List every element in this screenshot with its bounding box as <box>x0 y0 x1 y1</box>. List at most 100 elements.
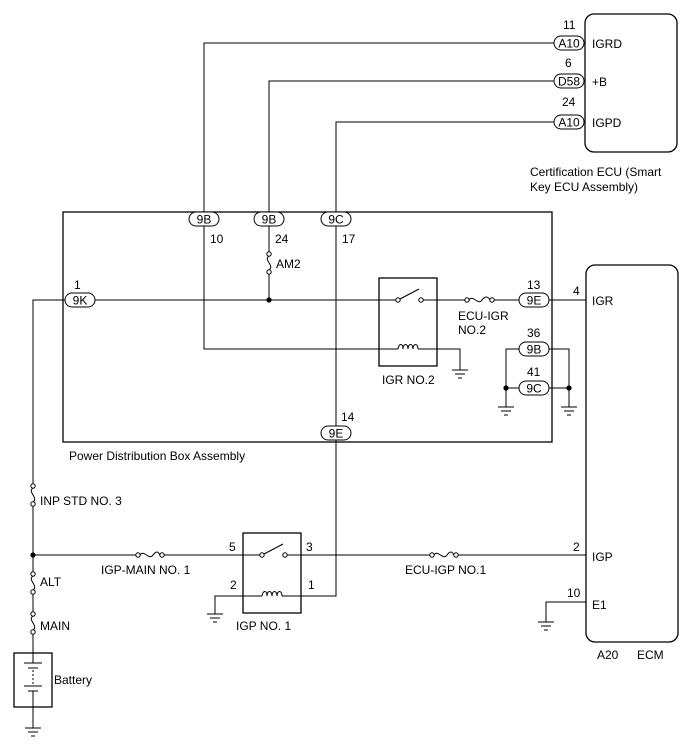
wire-9k-to-inp-std <box>32 299 65 484</box>
fuse-igp-main-terminal-right <box>159 552 165 558</box>
ground-ecm-e1 <box>538 621 554 631</box>
fuse-inp-std-terminal-top <box>30 483 36 489</box>
cert-ecu-connector-a10-igpd-label: A10 <box>558 116 580 130</box>
fuse-ecu-igr-label-line2: NO.2 <box>458 323 486 337</box>
relay-igp-coil <box>261 591 283 597</box>
pdb-pin-41: 41 <box>527 365 541 379</box>
relay-igp-pin-1: 1 <box>308 578 315 592</box>
relay-igp-pin-2: 2 <box>230 578 237 592</box>
relay-igp-pin-3: 3 <box>306 540 313 554</box>
pdb-connector-9e-13-label: 9E <box>527 294 542 308</box>
pdb-pin-36: 36 <box>527 326 541 340</box>
fuse-igp-main-terminal-left <box>135 552 141 558</box>
certification-ecu: Certification ECU (Smart Key ECU Assembl… <box>530 13 678 194</box>
relay-igp-no1-box <box>242 532 302 614</box>
fuse-am2-label: AM2 <box>276 257 301 271</box>
relay-igp-no1-label: IGP NO. 1 <box>236 619 291 633</box>
relay-igr-no2-box <box>378 277 438 367</box>
pdb-pin-17: 17 <box>342 232 356 246</box>
pdb-pin-1: 1 <box>74 278 81 292</box>
relay-igp-switch-arm <box>263 543 284 555</box>
fuse-main-label: MAIN <box>40 619 70 633</box>
relay-igp-contact-left <box>259 552 265 558</box>
pdb-connector-9k-label: 9K <box>73 294 88 308</box>
battery-label: Battery <box>54 673 92 687</box>
relay-igp-contact-right <box>282 552 288 558</box>
fuse-ecu-igp-terminal-right <box>453 552 459 558</box>
fuse-am2-element <box>266 255 272 271</box>
fuse-alt-terminal-top <box>30 571 36 577</box>
junction-9c41-left <box>503 385 509 391</box>
cert-ecu-connector-d58-label: D58 <box>558 75 580 89</box>
ecm-pin-igp-name: IGP <box>592 550 613 564</box>
pdb-pin-13: 13 <box>527 278 541 292</box>
ecm-pin-igr-number: 4 <box>573 284 580 298</box>
fuse-main-terminal-top <box>30 611 36 617</box>
fuse-igp-main-element <box>139 551 161 558</box>
ecm-pin-e1-name: E1 <box>592 598 607 612</box>
ecm-pin-e1-number: 10 <box>567 586 581 600</box>
cert-ecu-pin-igrd-number: 11 <box>563 18 576 32</box>
relay-igp-pin-5: 5 <box>229 540 236 554</box>
fuse-ecu-igr-terminal-left <box>464 297 470 303</box>
ground-igr-relay <box>452 369 468 379</box>
fuse-inp-std-element <box>30 487 36 503</box>
fuse-ecu-igp-terminal-left <box>429 552 435 558</box>
cert-ecu-pin-igpd-name: IGPD <box>592 116 622 130</box>
fuse-ecu-igr-element <box>468 296 491 303</box>
ecm-pin-igp-number: 2 <box>573 540 580 554</box>
pdb-connector-9b-24-label: 9B <box>262 213 277 227</box>
fuse-alt-label: ALT <box>40 575 62 589</box>
junction-9c41-right <box>566 385 572 391</box>
pdb-box <box>62 211 553 443</box>
pdb-connector-9e-14-label: 9E <box>329 427 344 441</box>
fuse-am2-terminal-bottom <box>266 269 272 275</box>
fuse-igp-main-label: IGP-MAIN NO. 1 <box>101 563 191 577</box>
relay-igr-coil <box>397 344 419 350</box>
fuse-alt-terminal-bottom <box>30 589 36 595</box>
relay-igr-switch-arm <box>399 288 420 300</box>
wire-igp-coil-to-9e14 <box>301 440 337 597</box>
wire-igp-coil-to-ground <box>214 595 243 614</box>
wire-9b10-to-igr-relay-coil <box>203 226 388 350</box>
fuse-main-element <box>30 615 36 631</box>
fuse-inp-std-label: INP STD NO. 3 <box>40 494 122 508</box>
relay-igr-no2-label: IGR NO.2 <box>382 373 435 387</box>
wire-igrd-to-9b-10 <box>203 42 554 212</box>
certification-ecu-label-line2: Key ECU Assembly) <box>530 180 638 194</box>
ecm-label: ECM <box>637 648 664 662</box>
pdb-connector-9b-10-label: 9B <box>197 213 212 227</box>
cert-ecu-pin-b-number: 6 <box>565 56 572 70</box>
wire-igpd-to-9c-17 <box>335 121 554 212</box>
ground-battery <box>25 727 41 737</box>
pdb-connector-9c-17-label: 9C <box>328 213 344 227</box>
relay-igr-contact-right <box>418 297 424 303</box>
relay-igr-coil-to-ground <box>418 348 461 370</box>
fuse-ecu-igp-element <box>433 551 455 558</box>
pdb-pin-24: 24 <box>275 232 289 246</box>
pdb-connector-9c-41-label: 9C <box>526 382 542 396</box>
certification-ecu-box <box>584 13 678 153</box>
fuse-ecu-igr-terminal-right <box>489 297 495 303</box>
cert-ecu-wires <box>203 42 554 212</box>
relay-igr-contact-left <box>395 297 401 303</box>
pdb-pin-14: 14 <box>341 410 355 424</box>
wire-b-to-9b-24 <box>268 80 554 212</box>
fuse-alt-element <box>30 575 36 591</box>
pdb-connector-9b-36-label: 9B <box>527 343 542 357</box>
junction-am2 <box>266 297 272 303</box>
relay-igr-no2: IGR NO.2 <box>378 277 468 387</box>
ecm-connector-label: A20 <box>597 648 619 662</box>
cert-ecu-pin-igrd-name: IGRD <box>592 37 622 51</box>
ground-igp-relay <box>207 613 223 623</box>
pdb-label: Power Distribution Box Assembly <box>69 449 245 463</box>
fuse-ecu-igr-label-line1: ECU-IGR <box>458 309 509 323</box>
relay-igp-no1: 5 3 2 1 IGP NO. 1 <box>229 532 315 633</box>
ground-pdb-left <box>498 406 514 416</box>
pdb-pin-10: 10 <box>210 232 224 246</box>
cert-ecu-connector-a10-igrd-label: A10 <box>558 37 580 51</box>
power-distribution-box: Power Distribution Box Assembly 9B 10 9B… <box>62 211 577 463</box>
fuse-main-terminal-bottom <box>30 629 36 635</box>
fuse-inp-std-terminal-bottom <box>30 501 36 507</box>
